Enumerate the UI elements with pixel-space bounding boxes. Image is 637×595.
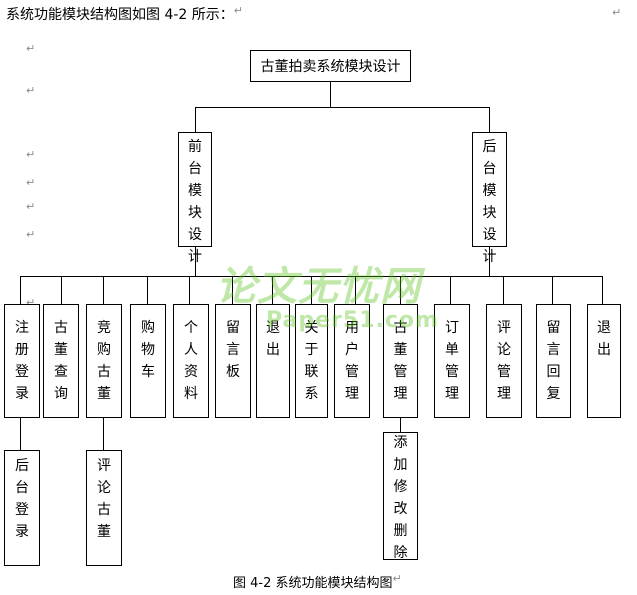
connector-line	[195, 107, 489, 108]
connector-line	[272, 276, 273, 304]
module-box-about-contact: 关 于 联 系	[295, 304, 328, 418]
paragraph-mark-icon: ↵	[26, 148, 36, 161]
module-box-message-board: 留 言 板	[215, 304, 251, 418]
watermark-logo: 论文无忧网	[216, 254, 421, 312]
module-box-user-management: 用 户 管 理	[334, 304, 370, 418]
module-box-comment-management: 评 论 管 理	[486, 304, 522, 418]
connector-line	[489, 107, 490, 132]
paragraph-mark-icon: ↵	[26, 228, 36, 241]
connector-line	[232, 276, 233, 304]
module-label: 古 董 查 询	[54, 320, 68, 402]
connector-line	[400, 276, 401, 304]
module-label: 用 户 管 理	[345, 320, 359, 402]
submodule-box-comment-antique: 评 论 古 董	[86, 450, 122, 566]
module-label: 注 册 登 录	[15, 320, 29, 402]
module-box-bid-antique: 竞 购 古 董	[86, 304, 122, 418]
paragraph-mark-icon: ↵	[233, 4, 243, 17]
paragraph-mark-icon: ↵	[612, 6, 622, 19]
connector-line	[103, 276, 104, 304]
paragraph-mark-icon: ↵	[26, 84, 36, 97]
submodule-label: 添 加 修 改 删 除	[393, 435, 408, 561]
module-box-personal-info: 个 人 资 料	[173, 304, 209, 418]
connector-line	[450, 276, 451, 304]
figure-caption: 图 4-2 系统功能模块结构图↵	[233, 572, 402, 591]
watermark-title: 论文无忧网	[216, 264, 421, 310]
intro-text: 系统功能模块结构图如图 4-2 所示：↵	[6, 4, 243, 24]
caption-label: 图 4-2 系统功能模块结构图	[233, 576, 393, 591]
module-label: 购 物 车	[141, 320, 155, 380]
connector-line	[552, 276, 553, 304]
module-label: 关 于 联 系	[304, 320, 319, 402]
module-label: 留 言 回 复	[546, 320, 561, 402]
module-box-register-login: 注 册 登 录	[4, 304, 40, 418]
connector-line	[489, 247, 490, 277]
module-box-antique-management: 古 董 管 理	[383, 304, 418, 418]
front-module-label: 前 台 模 块 设 计	[188, 139, 202, 265]
module-label: 评 论 管 理	[497, 320, 511, 402]
connector-line	[355, 276, 356, 304]
back-module-label: 后 台 模 块 设 计	[482, 139, 497, 265]
module-box-exit-back: 退 出	[587, 304, 621, 418]
watermark-url: Paper51.com	[266, 308, 439, 333]
module-label: 个 人 资 料	[184, 320, 198, 402]
connector-line	[189, 276, 190, 304]
submodule-label: 评 论 古 董	[97, 458, 111, 540]
connector-line	[330, 82, 331, 108]
paragraph-mark-icon: ↵	[26, 176, 36, 189]
module-label: 订 单 管 理	[445, 320, 459, 402]
submodule-label: 后 台 登 录	[15, 458, 29, 540]
module-box-message-reply: 留 言 回 复	[536, 304, 571, 418]
paragraph-mark-icon: ↵	[392, 572, 402, 585]
module-label: 退 出	[597, 320, 611, 358]
module-label: 留 言 板	[226, 320, 240, 380]
root-module-label: 古董拍卖系统模块设计	[260, 59, 401, 75]
connector-line	[20, 418, 21, 450]
root-module-box: 古董拍卖系统模块设计	[250, 50, 411, 82]
connector-line	[503, 276, 504, 304]
module-box-shopping-cart: 购 物 车	[130, 304, 166, 418]
paragraph-mark-icon: ↵	[26, 42, 36, 55]
front-module-box: 前 台 模 块 设 计	[178, 132, 212, 265]
module-label: 古 董 管 理	[393, 320, 408, 402]
connector-line	[311, 276, 312, 304]
connector-line	[20, 276, 21, 304]
connector-line	[195, 247, 196, 277]
module-label: 退 出	[266, 320, 280, 358]
back-module-box: 后 台 模 块 设 计	[472, 132, 507, 265]
intro-label: 系统功能模块结构图如图 4-2 所示：	[6, 7, 234, 23]
connector-line	[61, 276, 62, 304]
connector-line	[20, 276, 420, 277]
connector-line	[103, 418, 104, 450]
submodule-box-add-edit-delete: 添 加 修 改 删 除	[383, 432, 418, 561]
submodule-box-backend-login: 后 台 登 录	[4, 450, 40, 566]
connector-line	[602, 276, 603, 304]
paragraph-mark-icon: ↵	[26, 200, 36, 213]
paragraph-mark-icon: ↵	[26, 296, 36, 309]
module-label: 竞 购 古 董	[97, 320, 111, 402]
watermark-domain: Paper51.com	[266, 308, 439, 333]
connector-line	[400, 418, 401, 432]
connector-line	[147, 276, 148, 304]
module-box-order-management: 订 单 管 理	[434, 304, 470, 418]
module-box-antique-search: 古 董 查 询	[43, 304, 79, 418]
connector-line	[195, 107, 196, 132]
module-box-exit-front: 退 出	[256, 304, 290, 418]
connector-line	[355, 276, 603, 277]
